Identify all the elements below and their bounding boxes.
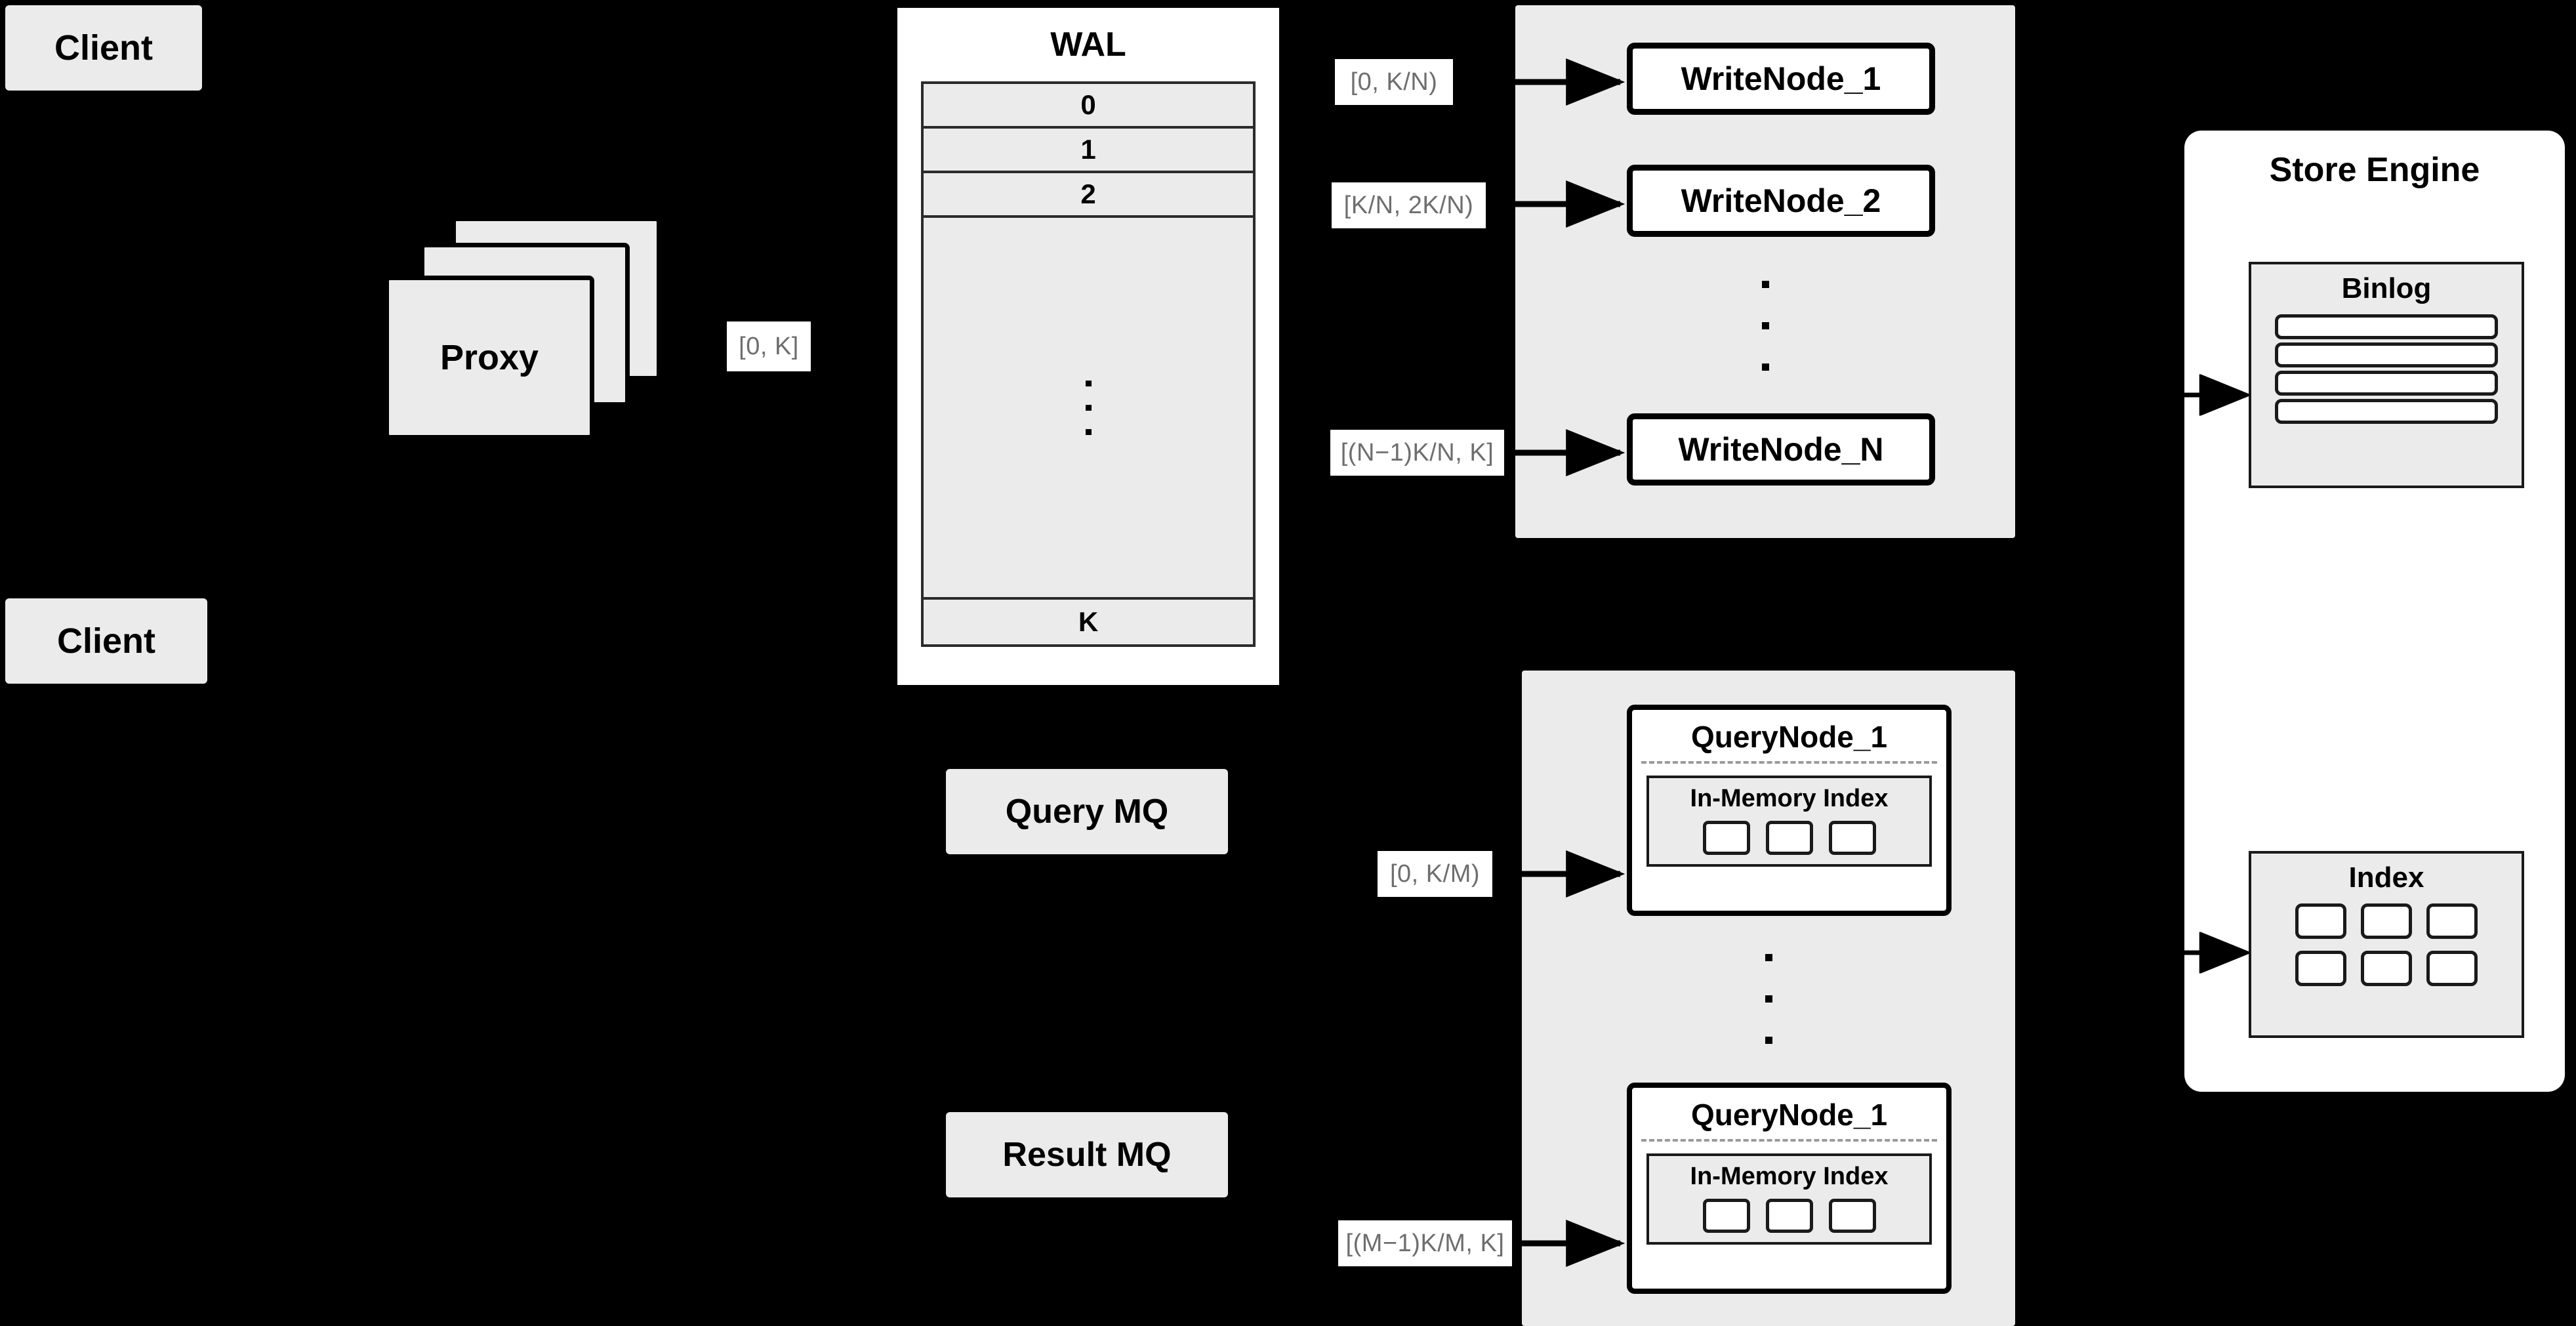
in-memory-index-cells-2	[1649, 1199, 1929, 1233]
vertical-dot-icon	[1761, 363, 1769, 371]
write-node-n[interactable]: WriteNode_N	[1627, 413, 1935, 486]
client-label-1: Client	[54, 28, 153, 68]
query-mq-box[interactable]: Query MQ	[946, 769, 1228, 854]
index-cell	[2426, 951, 2478, 986]
proxy-card-front[interactable]: Proxy	[384, 276, 594, 440]
index-cell	[1702, 821, 1750, 855]
proxy-label: Proxy	[440, 338, 539, 377]
vertical-dot-icon	[1765, 954, 1772, 961]
write-node-panel: WriteNode_1 WriteNode_2 WriteNode_N	[1515, 5, 2015, 538]
write-node-2[interactable]: WriteNode_2	[1627, 165, 1935, 237]
index-cell	[2361, 903, 2412, 939]
wal-row: 0	[924, 84, 1253, 129]
index-title: Index	[2348, 861, 2424, 894]
vertical-dot-icon	[1765, 995, 1772, 1003]
wal-title: WAL	[1050, 26, 1126, 64]
wal-table: 0 1 2 K	[921, 81, 1256, 647]
in-memory-index-panel-1: In-Memory Index	[1646, 776, 1932, 867]
query-node-ellipsis	[1522, 954, 2015, 1044]
vertical-dot-icon	[1761, 281, 1769, 288]
wal-row-ellipsis	[924, 218, 1253, 600]
vertical-dot-icon	[1085, 380, 1092, 386]
index-cell	[2295, 951, 2346, 986]
binlog-title: Binlog	[2341, 272, 2432, 304]
index-grid	[2251, 903, 2522, 986]
client-label-2: Client	[56, 621, 155, 661]
index-cell	[1765, 1199, 1813, 1233]
query-node-divider-2	[1641, 1139, 1937, 1142]
in-memory-index-title-1: In-Memory Index	[1690, 785, 1889, 812]
query-range-label-1: [0, K/M)	[1378, 851, 1492, 897]
query-range-label-2: [(M−1)K/M, K]	[1338, 1220, 1512, 1266]
wal-row: K	[1078, 606, 1099, 637]
write-range-label-n: [(N−1)K/N, K]	[1330, 430, 1504, 476]
index-cell	[1828, 1199, 1876, 1233]
binlog-row	[2275, 371, 2498, 396]
in-memory-index-panel-2: In-Memory Index	[1646, 1153, 1932, 1245]
write-node-ellipsis	[1515, 281, 2015, 371]
index-cell	[1702, 1199, 1750, 1233]
proxy-output-range-label: [0, K]	[727, 321, 811, 371]
binlog-row	[2275, 342, 2498, 367]
query-node-divider-1	[1641, 761, 1937, 764]
store-engine-panel: Store Engine Binlog Index	[2184, 131, 2565, 1092]
in-memory-index-title-2: In-Memory Index	[1690, 1163, 1889, 1190]
client-box-2[interactable]: Client	[5, 598, 207, 684]
client-box-1[interactable]: Client	[5, 5, 202, 91]
binlog-row	[2275, 314, 2498, 339]
query-node-2[interactable]: QueryNode_1 In-Memory Index	[1627, 1083, 1952, 1294]
write-range-label-1: [0, K/N)	[1335, 59, 1453, 105]
vertical-dot-icon	[1085, 428, 1092, 435]
binlog-panel: Binlog	[2249, 262, 2524, 488]
query-node-title-1: QueryNode_1	[1690, 720, 1888, 754]
index-cell	[2295, 903, 2346, 939]
query-node-title-2: QueryNode_1	[1690, 1098, 1888, 1132]
index-cell	[2361, 951, 2412, 986]
query-node-panel: QueryNode_1 In-Memory Index QueryNode_1 …	[1522, 671, 2015, 1326]
vertical-dot-icon	[1761, 322, 1769, 329]
index-cell	[1828, 821, 1876, 855]
index-cell	[2426, 903, 2478, 939]
wal-row: 1	[924, 129, 1253, 173]
store-engine-title: Store Engine	[2269, 151, 2480, 189]
wal-row: 2	[924, 173, 1253, 218]
binlog-row	[2275, 399, 2498, 424]
result-mq-box[interactable]: Result MQ	[946, 1112, 1228, 1197]
index-cell	[1765, 821, 1813, 855]
in-memory-index-cells-1	[1649, 821, 1929, 855]
query-node-1[interactable]: QueryNode_1 In-Memory Index	[1627, 705, 1952, 916]
index-panel: Index	[2249, 851, 2524, 1038]
write-node-1[interactable]: WriteNode_1	[1627, 43, 1935, 115]
binlog-rows	[2251, 314, 2522, 424]
vertical-dot-icon	[1085, 404, 1092, 411]
write-range-label-2: [K/N, 2K/N)	[1332, 182, 1486, 228]
wal-panel: WAL 0 1 2 K	[893, 4, 1283, 689]
vertical-dot-icon	[1765, 1037, 1772, 1044]
